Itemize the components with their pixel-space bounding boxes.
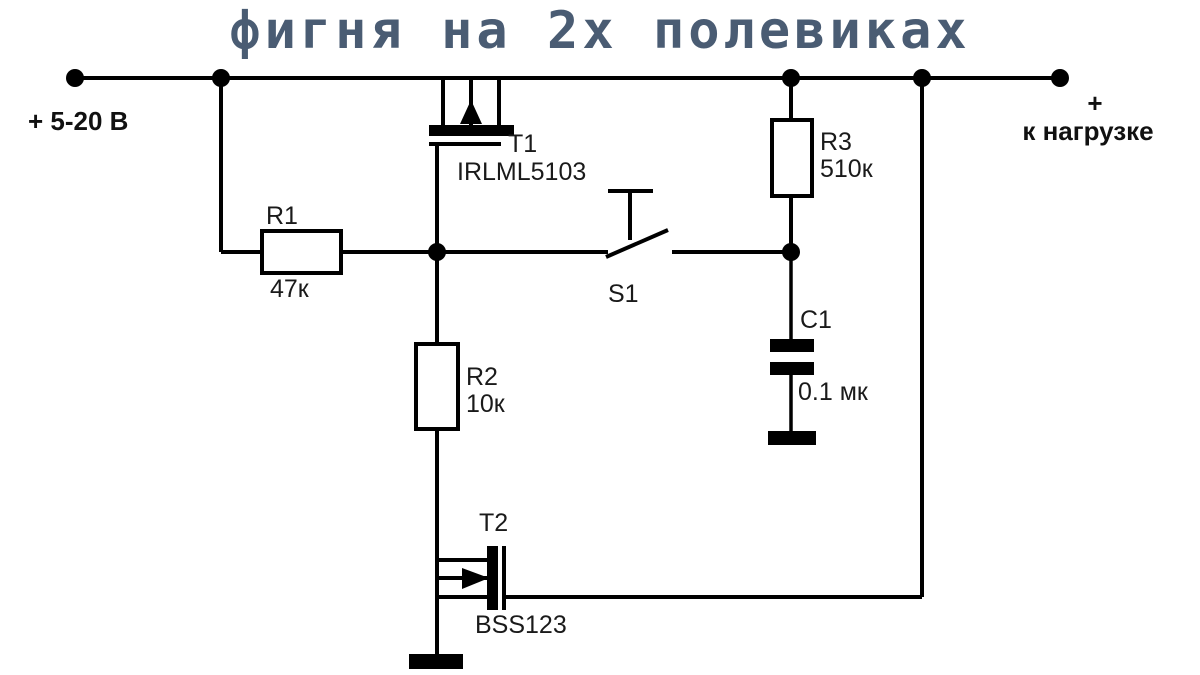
output-terminal-node — [1051, 69, 1069, 87]
t1-channel-arrow — [460, 100, 482, 124]
t2-part-label: BSS123 — [475, 611, 567, 639]
t1-channel-seg-drain — [485, 125, 514, 136]
c1-plate-bottom — [770, 362, 814, 375]
r3-value-label: 510к — [820, 155, 874, 183]
component-t1-mosfet: T1 IRLML5103 — [429, 78, 586, 252]
t2-channel-seg-body — [487, 566, 498, 590]
r1-value-label: 47к — [270, 275, 310, 303]
component-r2-resistor: R2 10к — [414, 252, 506, 560]
c1-ground-bar — [768, 431, 816, 445]
component-r3-resistor: R3 510к — [770, 78, 874, 252]
input-terminal-label: + 5-20 В — [28, 106, 128, 136]
output-polarity-label: + — [1087, 88, 1102, 118]
c1-plate-top — [770, 339, 814, 352]
r3-body — [770, 118, 814, 198]
c1-value-label: 0.1 мк — [798, 378, 869, 406]
component-s1-switch[interactable]: S1 — [437, 189, 791, 308]
t2-channel-seg-drain — [487, 546, 498, 570]
t1-ref-label: T1 — [508, 130, 537, 158]
r1-ref-label: R1 — [266, 202, 298, 230]
r3-ref-label: R3 — [820, 128, 852, 156]
t2-channel-arrow — [462, 568, 489, 589]
r2-value-label: 10к — [466, 390, 506, 418]
t2-channel-seg-source — [487, 586, 498, 610]
component-r1-resistor: R1 47к — [219, 78, 437, 303]
output-terminal-label: к нагрузке — [1022, 116, 1153, 146]
component-t2-mosfet: T2 BSS123 — [435, 78, 924, 655]
t2-ref-label: T2 — [479, 509, 508, 537]
r2-ref-label: R2 — [466, 363, 498, 391]
s1-contact-arm[interactable] — [605, 228, 669, 259]
t1-channel-seg-body — [457, 125, 486, 136]
t1-channel-seg-source — [429, 125, 458, 136]
component-c1-capacitor: C1 0.1 мк — [768, 252, 869, 445]
s1-ref-label: S1 — [608, 280, 639, 308]
r2-body — [414, 342, 460, 431]
input-terminal-node — [66, 69, 84, 87]
r1-body — [260, 229, 343, 275]
diagram-title: фигня на 2х полевиках — [229, 1, 970, 61]
t1-part-label: IRLML5103 — [457, 158, 586, 186]
ground-symbol — [409, 654, 463, 669]
ground-bar — [409, 654, 463, 669]
c1-ref-label: C1 — [800, 306, 832, 334]
